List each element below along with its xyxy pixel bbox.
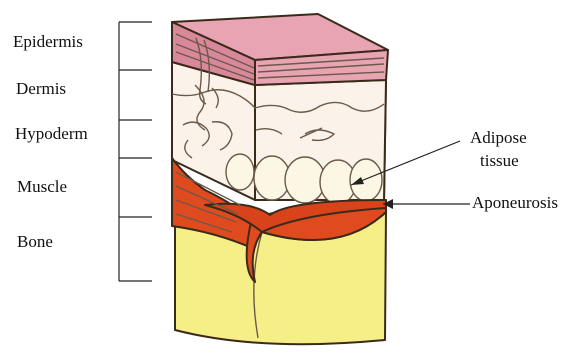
annotation-aponeurosis: Aponeurosis — [383, 193, 558, 212]
label-dermis: Dermis — [16, 79, 66, 98]
label-aponeurosis: Aponeurosis — [472, 193, 558, 212]
label-hypoderm: Hypoderm — [15, 124, 88, 143]
layer-bracket — [119, 22, 152, 281]
label-bone: Bone — [17, 232, 53, 251]
label-adipose-line2: tissue — [480, 151, 519, 170]
label-epidermis: Epidermis — [13, 32, 83, 51]
label-muscle: Muscle — [17, 177, 67, 196]
label-adipose-line1: Adipose — [470, 128, 527, 147]
